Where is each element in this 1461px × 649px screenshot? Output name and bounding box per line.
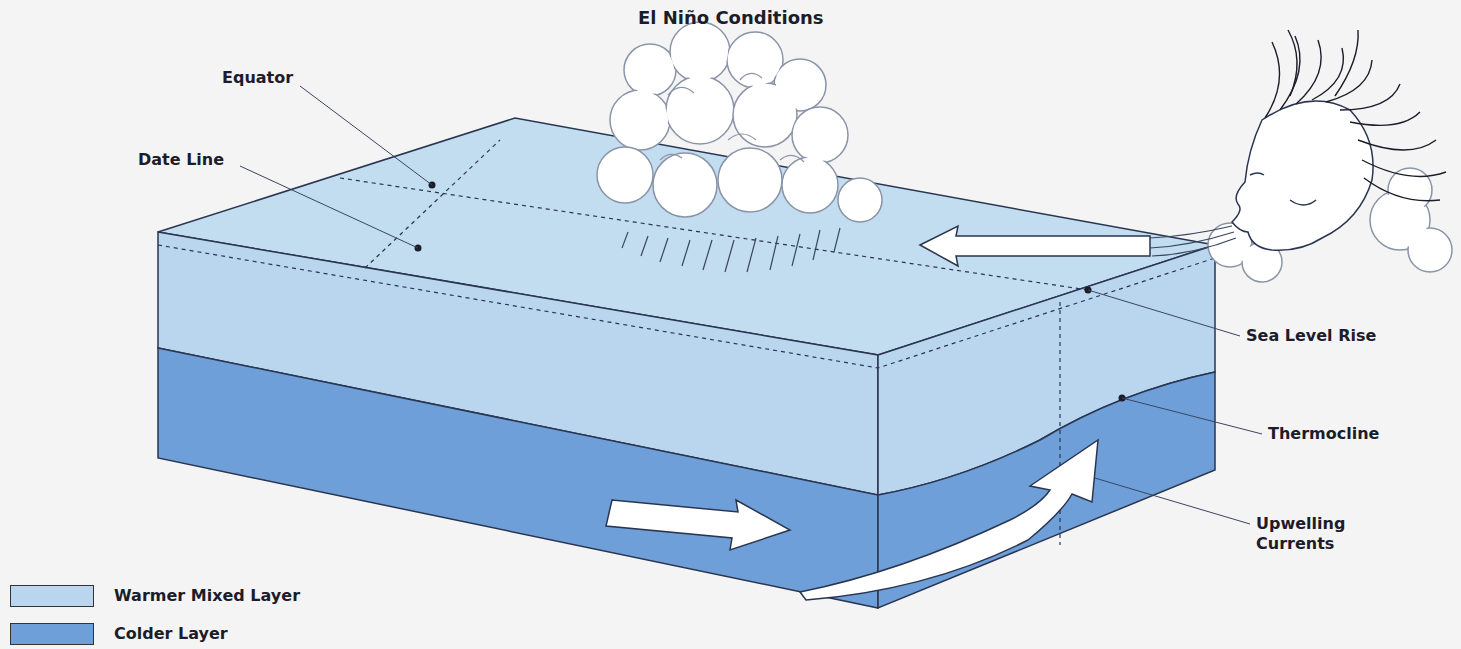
upwelling-label: Upwelling Currents xyxy=(1256,514,1376,554)
current-arrow xyxy=(606,500,790,550)
wind-arrow xyxy=(920,226,1150,266)
sea-level-label: Sea Level Rise xyxy=(1246,326,1376,346)
breath-lines xyxy=(1150,226,1236,256)
diagram-title: El Niño Conditions xyxy=(638,8,824,28)
legend-swatch xyxy=(10,585,94,607)
wind-face xyxy=(1232,101,1373,250)
rain-cloud xyxy=(597,22,882,222)
dateline-label: Date Line xyxy=(138,150,224,170)
legend-text: Colder Layer xyxy=(114,624,228,644)
cold-layer-front xyxy=(158,348,878,608)
wind-hair xyxy=(1265,30,1446,201)
rain-strokes xyxy=(622,228,840,272)
equator-label: Equator xyxy=(222,68,293,88)
leader-lines xyxy=(240,86,1262,524)
upwelling-arrow xyxy=(800,440,1098,600)
legend-swatch xyxy=(10,623,94,645)
thermocline-label: Thermocline xyxy=(1268,424,1379,444)
legend-text: Warmer Mixed Layer xyxy=(114,586,300,606)
